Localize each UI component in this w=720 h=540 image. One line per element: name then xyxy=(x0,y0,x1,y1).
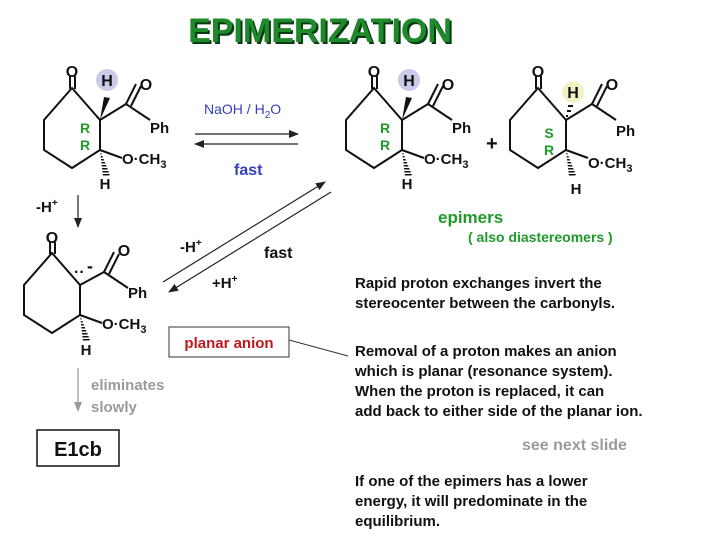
atom-o: O xyxy=(66,64,78,81)
left-arrow-label: -H+ xyxy=(180,238,202,256)
text-line: equilibrium. xyxy=(355,513,441,530)
hashed-bond xyxy=(566,105,573,117)
plus-sign: + xyxy=(486,133,498,155)
atom-o: O xyxy=(118,243,130,260)
stereo-label-r: R xyxy=(80,137,90,153)
e1cb-box xyxy=(36,429,120,467)
diastereomers-note: ( also diastereomers ) xyxy=(468,229,613,245)
atom-o: O xyxy=(46,230,58,247)
molecule-anion xyxy=(23,242,129,342)
molecule-rr-left xyxy=(43,76,151,177)
atom-o: O xyxy=(442,77,454,94)
lone-pair-dots: ·· xyxy=(74,264,85,281)
e1cb-label: E1cb xyxy=(54,439,102,461)
atom-h: H xyxy=(571,181,582,198)
h-highlight-circle xyxy=(562,81,584,103)
text-line: energy, it will predominate in the xyxy=(355,493,588,510)
methoxy-label: O·CH3 xyxy=(588,155,632,175)
negative-charge: - xyxy=(87,256,93,276)
atom-h: H xyxy=(567,85,579,102)
atom-ph: Ph xyxy=(452,120,471,137)
atom-ph: Ph xyxy=(616,123,635,140)
equilibrium-arrows-diagonal xyxy=(162,181,332,293)
molecule-rr-right xyxy=(345,76,453,177)
stereo-label-r: R xyxy=(380,137,390,153)
atom-o: O xyxy=(606,77,618,94)
stereo-label-r: R xyxy=(80,120,90,136)
text-line: add back to either side of the planar io… xyxy=(355,403,643,420)
text-line: stereocenter between the carbonyls. xyxy=(355,295,616,312)
planar-anion-box xyxy=(168,326,290,358)
atom-h: H xyxy=(81,342,92,359)
atom-o: O xyxy=(140,77,152,94)
slowly-label: slowly xyxy=(91,399,138,416)
text-line: Rapid proton exchanges invert the xyxy=(355,275,602,292)
paragraph-equilibrium: If one of the epimers has a lower energy… xyxy=(355,472,715,532)
methoxy-label: O·CH3 xyxy=(102,316,146,336)
deprotonation-label: -H+ xyxy=(36,198,58,216)
h-highlight-circle xyxy=(96,69,118,91)
reprotonation-label: +H+ xyxy=(212,274,238,292)
slide-title: EPIMERIZATION xyxy=(188,12,452,50)
atom-o: O xyxy=(368,64,380,81)
atom-ph: Ph xyxy=(128,285,147,302)
stereo-label-r: R xyxy=(380,120,390,136)
planar-anion-pointer xyxy=(288,339,349,357)
reagent-label: NaOH / H2O xyxy=(204,101,281,121)
atom-h: H xyxy=(100,176,111,193)
paragraph-proton-exchange: Rapid proton exchanges invert the stereo… xyxy=(355,274,715,314)
eliminates-label: eliminates xyxy=(91,377,164,394)
atom-o: O xyxy=(532,64,544,81)
text-line: Removal of a proton makes an anion xyxy=(355,343,617,360)
paragraph-planar-anion: Removal of a proton makes an anion which… xyxy=(355,342,715,422)
atom-ph: Ph xyxy=(150,120,169,137)
atom-h: H xyxy=(101,73,113,90)
methoxy-label: O·CH3 xyxy=(424,151,468,171)
molecule-sr xyxy=(509,76,617,177)
text-line: If one of the epimers has a lower xyxy=(355,473,588,490)
stereo-label-r: R xyxy=(544,142,554,158)
see-next-slide-link[interactable]: see next slide xyxy=(522,437,627,454)
fast-label-middle: fast xyxy=(264,245,293,262)
text-line: which is planar (resonance system). xyxy=(355,363,613,380)
methoxy-label: O·CH3 xyxy=(122,151,166,171)
h-highlight-circle xyxy=(398,69,420,91)
equilibrium-arrows-top xyxy=(194,130,299,148)
fast-label-top: fast xyxy=(234,162,263,179)
atom-h: H xyxy=(403,73,415,90)
planar-anion-label: planar anion xyxy=(184,335,273,352)
text-line: When the proton is replaced, it can xyxy=(355,383,605,400)
atom-h: H xyxy=(402,176,413,193)
stereo-label-s: S xyxy=(544,125,553,141)
epimers-label: epimers xyxy=(438,208,503,227)
